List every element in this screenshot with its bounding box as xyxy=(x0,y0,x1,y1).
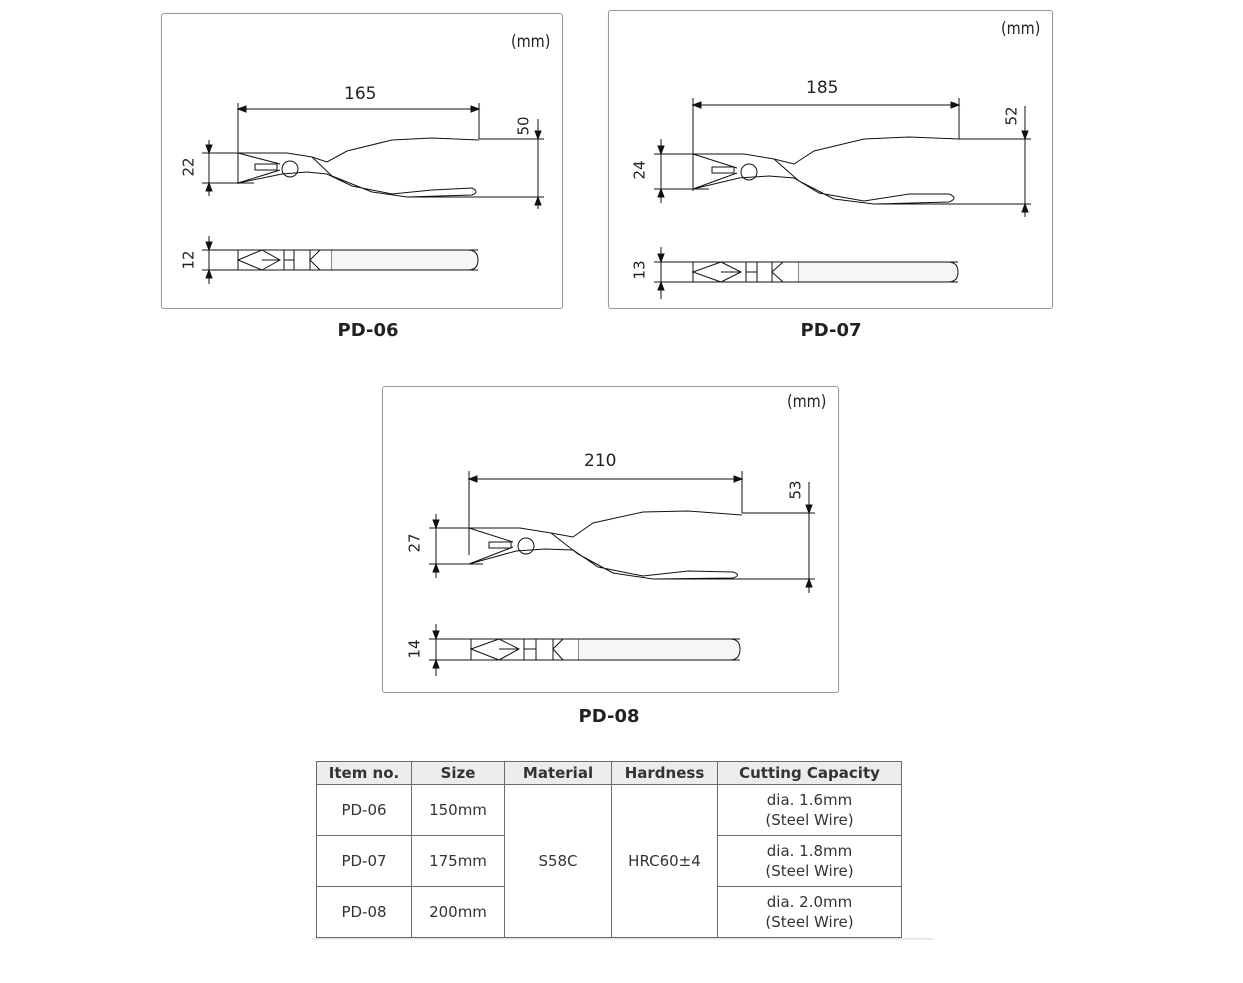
jaw-dimension-label: 22 xyxy=(179,157,198,177)
unit-label: (mm) xyxy=(510,32,550,52)
cell-cutting-capacity: dia. 1.8mm (Steel Wire) xyxy=(717,835,902,887)
height-dimension-label: 53 xyxy=(786,480,805,500)
plier-drawing xyxy=(429,471,815,676)
diagram-caption-pd-08: PD-08 xyxy=(578,706,640,727)
length-dimension-label: 185 xyxy=(806,78,839,98)
capacity-diameter: dia. 1.8mm xyxy=(766,842,853,860)
diagram-panel-pd-07: (mm) 185 52 24 13 xyxy=(608,10,1053,309)
cell-cutting-capacity: dia. 1.6mm (Steel Wire) xyxy=(717,784,902,836)
header-size: Size xyxy=(411,761,505,785)
length-dimension-label: 165 xyxy=(344,84,377,104)
thickness-dimension-label: 14 xyxy=(405,639,424,659)
header-item-no: Item no. xyxy=(316,761,412,785)
table-row: PD-07 175mm dia. 1.8mm (Steel Wire) xyxy=(316,835,902,887)
cell-item-no: PD-08 xyxy=(316,886,412,938)
plier-drawing xyxy=(654,98,1031,299)
cell-material: S58C xyxy=(504,784,612,938)
diagram-caption-pd-07: PD-07 xyxy=(800,320,862,341)
table-header-row: Item no. Size Material Hardness Cutting … xyxy=(316,761,902,785)
table-row: PD-08 200mm dia. 2.0mm (Steel Wire) xyxy=(316,886,902,938)
cell-size: 200mm xyxy=(411,886,505,938)
height-dimension-label: 52 xyxy=(1002,106,1021,126)
header-material: Material xyxy=(504,761,612,785)
header-cutting-capacity: Cutting Capacity xyxy=(717,761,902,785)
cell-item-no: PD-07 xyxy=(316,835,412,887)
unit-label: (mm) xyxy=(1000,19,1040,39)
jaw-dimension-label: 27 xyxy=(405,533,424,553)
specification-table: Item no. Size Material Hardness Cutting … xyxy=(316,761,902,938)
unit-label: (mm) xyxy=(786,392,826,412)
table-row: PD-06 150mm S58C HRC60±4 dia. 1.6mm (Ste… xyxy=(316,784,902,938)
thickness-dimension-label: 12 xyxy=(179,250,198,270)
plier-drawing xyxy=(202,103,544,284)
cell-item-no: PD-06 xyxy=(316,784,412,836)
capacity-diameter: dia. 1.6mm xyxy=(766,791,853,809)
height-dimension-label: 50 xyxy=(514,116,533,136)
cell-cutting-capacity: dia. 2.0mm (Steel Wire) xyxy=(717,886,902,938)
capacity-note: (Steel Wire) xyxy=(765,913,854,931)
thickness-dimension-label: 13 xyxy=(630,260,649,280)
cell-size: 150mm xyxy=(411,784,505,836)
length-dimension-label: 210 xyxy=(584,451,617,471)
capacity-note: (Steel Wire) xyxy=(765,862,854,880)
header-hardness: Hardness xyxy=(611,761,718,785)
diagram-panel-pd-08: (mm) 210 53 27 14 xyxy=(382,386,839,693)
jaw-dimension-label: 24 xyxy=(630,160,649,180)
cell-size: 175mm xyxy=(411,835,505,887)
table-shadow xyxy=(312,938,934,940)
capacity-note: (Steel Wire) xyxy=(765,811,854,829)
diagram-caption-pd-06: PD-06 xyxy=(337,320,399,341)
capacity-diameter: dia. 2.0mm xyxy=(766,893,853,911)
cell-hardness: HRC60±4 xyxy=(611,784,718,938)
diagram-panel-pd-06: (mm) 165 50 22 12 xyxy=(161,13,563,309)
